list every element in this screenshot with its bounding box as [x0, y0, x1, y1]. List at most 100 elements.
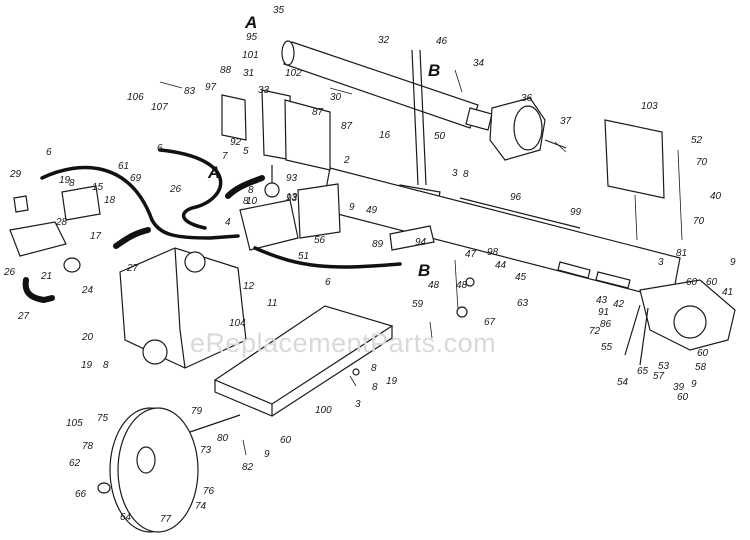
- part-number: 8: [463, 169, 469, 180]
- part-number: 19: [386, 376, 398, 387]
- part-number: 104: [229, 318, 246, 329]
- part-number: 74: [195, 501, 207, 512]
- part-number: 77: [160, 514, 172, 525]
- part-number: 3: [355, 399, 361, 410]
- part-number: 92: [230, 137, 242, 148]
- part-number: 12: [243, 281, 255, 292]
- part-number: 60: [686, 277, 698, 288]
- part-number: 46: [436, 36, 448, 47]
- part-number: 40: [710, 191, 722, 202]
- part-number: 32: [378, 35, 390, 46]
- wheel: [97, 407, 199, 533]
- part-number: 8: [103, 360, 109, 371]
- part-number: 19: [59, 175, 71, 186]
- part-number: 64: [120, 512, 132, 523]
- front-assembly: [624, 279, 736, 366]
- part-number: 91: [598, 307, 610, 318]
- part-number: 6: [325, 277, 331, 288]
- part-number: 30: [330, 92, 342, 103]
- part-number: 81: [676, 248, 688, 259]
- hose-mid: [158, 148, 223, 230]
- part-number: 93: [286, 193, 298, 204]
- part-number: 9: [730, 257, 736, 268]
- part-number: 106: [127, 92, 144, 103]
- part-number: 63: [517, 298, 529, 309]
- hose-upper: [40, 165, 240, 240]
- wedge-plate: [604, 119, 665, 241]
- part-number: 26: [4, 267, 16, 278]
- part-number: 49: [366, 205, 378, 216]
- part-number: 8: [69, 178, 75, 189]
- part-number: 44: [495, 260, 507, 271]
- part-number: 76: [203, 486, 215, 497]
- part-number: 31: [243, 68, 255, 79]
- part-number: 61: [118, 161, 130, 172]
- part-number: 9: [349, 202, 355, 213]
- part-number: 107: [151, 102, 168, 113]
- part-number: 16: [379, 130, 391, 141]
- hose-short: [113, 227, 151, 249]
- callout-label: B: [428, 61, 441, 80]
- reservoir: [9, 185, 101, 273]
- axle: [189, 414, 241, 433]
- part-number: 95: [246, 32, 258, 43]
- part-number: 3: [658, 257, 664, 268]
- part-number: 6: [46, 147, 52, 158]
- part-number: 43: [596, 295, 608, 306]
- part-number: 42: [613, 299, 625, 310]
- part-number: 80: [217, 433, 229, 444]
- part-number: 97: [205, 82, 217, 93]
- part-number: 93: [286, 173, 298, 184]
- callout-label: B: [418, 261, 431, 280]
- part-number: 27: [18, 311, 30, 322]
- part-number: 56: [314, 235, 326, 246]
- part-number: 69: [130, 173, 142, 184]
- part-number: 13: [286, 192, 298, 203]
- part-number: 60: [677, 392, 689, 403]
- part-number: 9: [264, 449, 270, 460]
- callout-label: A: [245, 13, 258, 32]
- part-number: 60: [706, 277, 718, 288]
- part-number: 94: [415, 237, 427, 248]
- part-number: 4: [225, 217, 231, 228]
- part-number: 82: [242, 462, 254, 473]
- part-number: 8: [243, 196, 249, 207]
- hardware-pieces: [159, 69, 683, 456]
- hydraulic-cylinder: [281, 40, 493, 131]
- part-number: 37: [560, 116, 572, 127]
- part-number: 78: [82, 441, 94, 452]
- part-number: 48: [428, 280, 440, 291]
- part-number: 53: [658, 361, 670, 372]
- part-number: 60: [280, 435, 292, 446]
- part-number: 24: [82, 285, 94, 296]
- pump: [489, 97, 567, 161]
- part-number: 19: [81, 360, 93, 371]
- part-number: 83: [184, 86, 196, 97]
- part-number: 45: [515, 272, 527, 283]
- part-number: 8: [371, 363, 377, 374]
- part-number: 73: [200, 445, 212, 456]
- part-number: 88: [220, 65, 232, 76]
- part-number: 58: [695, 362, 707, 373]
- part-number: 41: [722, 287, 734, 298]
- part-number: 48: [456, 280, 468, 291]
- part-number: 54: [617, 377, 629, 388]
- hose-bottom: [22, 277, 55, 304]
- mount-bracket: [297, 183, 341, 239]
- part-number: 50: [434, 131, 446, 142]
- part-number: 7: [222, 151, 228, 162]
- control-valve: [239, 165, 299, 251]
- part-number: 26: [170, 184, 182, 195]
- part-number: 103: [641, 101, 658, 112]
- part-number: 28: [56, 217, 68, 228]
- part-number: 72: [589, 326, 601, 337]
- engine: [119, 247, 247, 369]
- part-number: 79: [191, 406, 203, 417]
- part-number: 27: [127, 263, 139, 274]
- part-number: 100: [315, 405, 332, 416]
- part-number: 62: [69, 458, 81, 469]
- part-number: 51: [298, 251, 310, 262]
- part-number: 10: [246, 196, 258, 207]
